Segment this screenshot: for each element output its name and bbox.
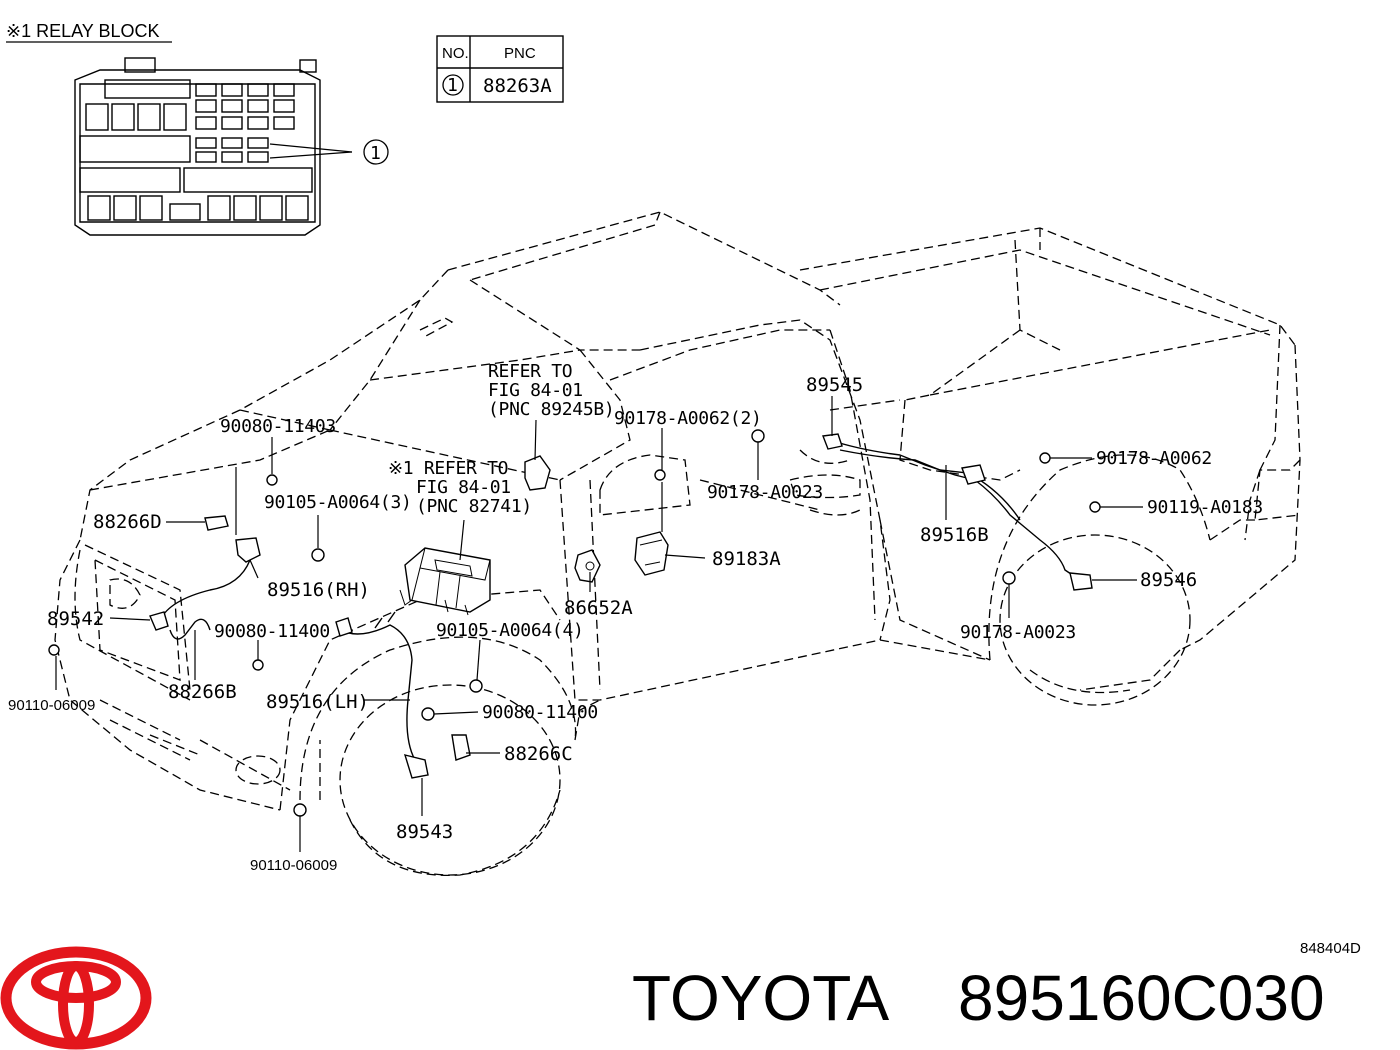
- label-90178-A0023-b: 90178-A0023: [960, 622, 1076, 643]
- label-89543: 89543: [396, 821, 453, 843]
- pnc-header-pnc: PNC: [504, 45, 536, 62]
- label-90178-A0062: 90178-A0062: [1096, 448, 1212, 469]
- pnc-row-code: 88263A: [483, 75, 552, 97]
- label-86652A: 86652A: [564, 597, 633, 619]
- refer-ecu-line2: FIG 84-01: [416, 477, 511, 498]
- footer-brand: TOYOTA: [632, 962, 890, 1034]
- toyota-logo: [0, 946, 152, 1050]
- relay-block-inset: ※1 RELAY BLOCK 1: [6, 21, 389, 236]
- callout-labels: REFER TO FIG 84-01 (PNC 89245B) ※1 REFER…: [8, 361, 1263, 874]
- label-89516-RH: 89516(RH): [267, 579, 370, 601]
- diagram-code: 848404D: [1300, 940, 1361, 957]
- relay-callout-number: 1: [370, 143, 381, 164]
- pnc-table: NO. PNC 1 88263A: [436, 35, 564, 103]
- refer-main-line2: FIG 84-01: [488, 380, 583, 401]
- label-90080-11403: 90080-11403: [220, 416, 336, 437]
- refer-main-line1: REFER TO: [488, 361, 572, 382]
- refer-main-line3: (PNC 89245B): [488, 399, 614, 420]
- label-89542: 89542: [47, 608, 104, 630]
- label-90105-A0064-4: 90105-A0064(4): [436, 620, 584, 641]
- refer-ecu-line1: ※1 REFER TO: [388, 458, 508, 479]
- truck-outline: [54, 211, 1301, 877]
- label-89545: 89545: [806, 374, 863, 396]
- label-89546: 89546: [1140, 569, 1197, 591]
- pnc-row-no: 1: [447, 75, 458, 96]
- label-88266C: 88266C: [504, 743, 573, 765]
- leader-lines: [55, 396, 1143, 852]
- label-90178-A0062-2: 90178-A0062(2): [614, 408, 762, 429]
- label-88266D: 88266D: [93, 511, 162, 533]
- label-89516-LH: 89516(LH): [266, 691, 369, 713]
- footer-part-number: 895160C030: [958, 962, 1325, 1034]
- label-89516B: 89516B: [920, 524, 989, 546]
- pnc-header-no: NO.: [442, 45, 469, 62]
- label-88266B: 88266B: [168, 681, 237, 703]
- refer-ecu-line3: (PNC 82741): [416, 496, 532, 517]
- relay-block-title: ※1 RELAY BLOCK: [6, 21, 159, 41]
- label-90178-A0023-a: 90178-A0023: [707, 482, 823, 503]
- label-90080-11400-b: 90080-11400: [482, 702, 598, 723]
- label-90110-06009-b: 90110-06009: [250, 857, 337, 874]
- label-90119-A0183: 90119-A0183: [1147, 497, 1263, 518]
- label-90080-11400-a: 90080-11400: [214, 621, 330, 642]
- label-90110-06009-a: 90110-06009: [8, 697, 95, 714]
- components: [48, 429, 1101, 817]
- label-90105-A0064-3: 90105-A0064(3): [264, 492, 412, 513]
- label-89183A: 89183A: [712, 548, 781, 570]
